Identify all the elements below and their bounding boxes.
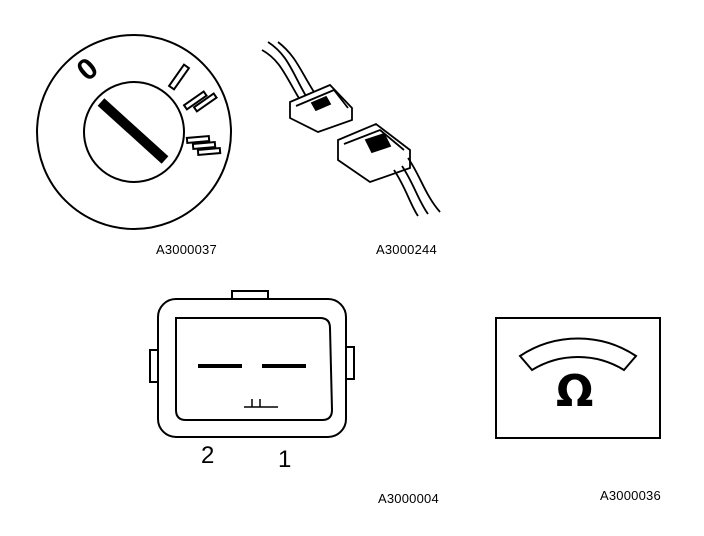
plug-female-edge	[343, 128, 405, 151]
pin-label-2: 2	[201, 442, 215, 469]
plug-male-edge	[295, 88, 349, 109]
plug-connector-icon	[261, 41, 441, 217]
figure-code-sensor-connector: A3000004	[378, 491, 439, 506]
wire	[261, 49, 301, 101]
connector-key	[244, 399, 278, 408]
connector-inner-rim	[175, 317, 334, 421]
arrow-icon	[364, 132, 392, 154]
position-marks	[167, 63, 222, 157]
figure-code-ignition-switch: A3000037	[156, 242, 217, 257]
pin-label-1: 1	[278, 446, 292, 473]
ohmmeter-icon	[495, 317, 661, 439]
sensor-connector-icon	[149, 290, 355, 438]
wire	[407, 157, 441, 213]
switch-lock-cylinder	[83, 81, 185, 183]
ohm-symbol: Ω	[556, 366, 594, 417]
meter-scale-arc	[518, 337, 638, 372]
switch-outer-ring	[36, 34, 232, 230]
wire	[277, 41, 315, 93]
meter-frame	[495, 317, 661, 439]
arrow-icon	[310, 95, 332, 112]
key-slot	[97, 98, 169, 164]
wire	[267, 41, 307, 97]
figure-code-plug-connector: A3000244	[376, 242, 437, 257]
ignition-switch-icon	[36, 34, 232, 230]
wire	[401, 165, 429, 215]
wire	[393, 169, 419, 217]
connector-housing	[157, 298, 347, 438]
figure-code-ohmmeter: A3000036	[600, 488, 661, 503]
